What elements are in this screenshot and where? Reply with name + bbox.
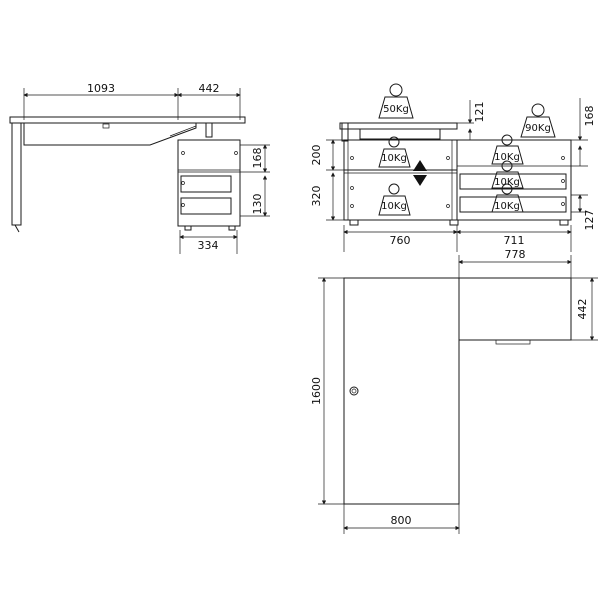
desk-top-side: [9, 116, 246, 124]
side-width-label: 1093: [87, 82, 115, 95]
load-label-right-top: 90Kg: [525, 123, 551, 134]
modesty-panel: [23, 123, 197, 146]
pedestal-depth-label: 334: [198, 239, 219, 252]
load-label-shelf-2: 10Kg: [381, 201, 407, 212]
load-label-drawer-top: 10Kg: [494, 152, 520, 163]
pedestal-side: [177, 139, 241, 227]
width-right-label: 711: [504, 234, 525, 247]
width-label: 800: [391, 514, 412, 527]
weight-icon: 10Kg: [491, 183, 524, 213]
weight-icon: 50Kg: [378, 83, 414, 119]
load-label-drawer-1: 10Kg: [494, 177, 520, 188]
front-drawer-1: [459, 173, 567, 190]
width-left-label: 760: [390, 234, 411, 247]
drawer-1-side: [180, 175, 232, 193]
weight-icon: 10Kg: [378, 183, 411, 216]
drawer-height-2: 130: [251, 194, 264, 215]
return-depth-label: 442: [576, 299, 589, 320]
front-view: 50Kg 90Kg 10Kg 10Kg 10Kg 10Kg: [310, 83, 596, 252]
desk-leg: [11, 122, 22, 226]
top-gap-label: 121: [473, 102, 486, 123]
load-label-drawer-2: 10Kg: [494, 201, 520, 212]
desk-top-outline: [343, 277, 572, 505]
load-label-top: 50Kg: [383, 104, 409, 115]
weight-icon: 10Kg: [378, 136, 411, 168]
load-label-shelf-1: 10Kg: [381, 153, 407, 164]
front-top: [339, 122, 458, 130]
cable-grommet-icon: [349, 386, 359, 396]
length-label: 1600: [310, 377, 323, 405]
side-view: 1093 442 168 130 334: [9, 82, 270, 254]
height-upper-label: 200: [310, 145, 323, 166]
top-view: 778 442 1600 800: [310, 248, 598, 534]
weight-icon: 10Kg: [491, 160, 524, 189]
side-depth-label: 442: [199, 82, 220, 95]
weight-icon: 90Kg: [520, 103, 556, 138]
return-width-label: 778: [505, 248, 526, 261]
right-height-label: 168: [583, 106, 596, 127]
right-low-label: 127: [583, 210, 596, 231]
weight-icon: 10Kg: [491, 134, 524, 165]
up-down-arrow-icon: [413, 160, 427, 186]
height-lower-label: 320: [310, 186, 323, 207]
drawer-height-1: 168: [251, 148, 264, 169]
drawer-2-side: [180, 197, 232, 215]
